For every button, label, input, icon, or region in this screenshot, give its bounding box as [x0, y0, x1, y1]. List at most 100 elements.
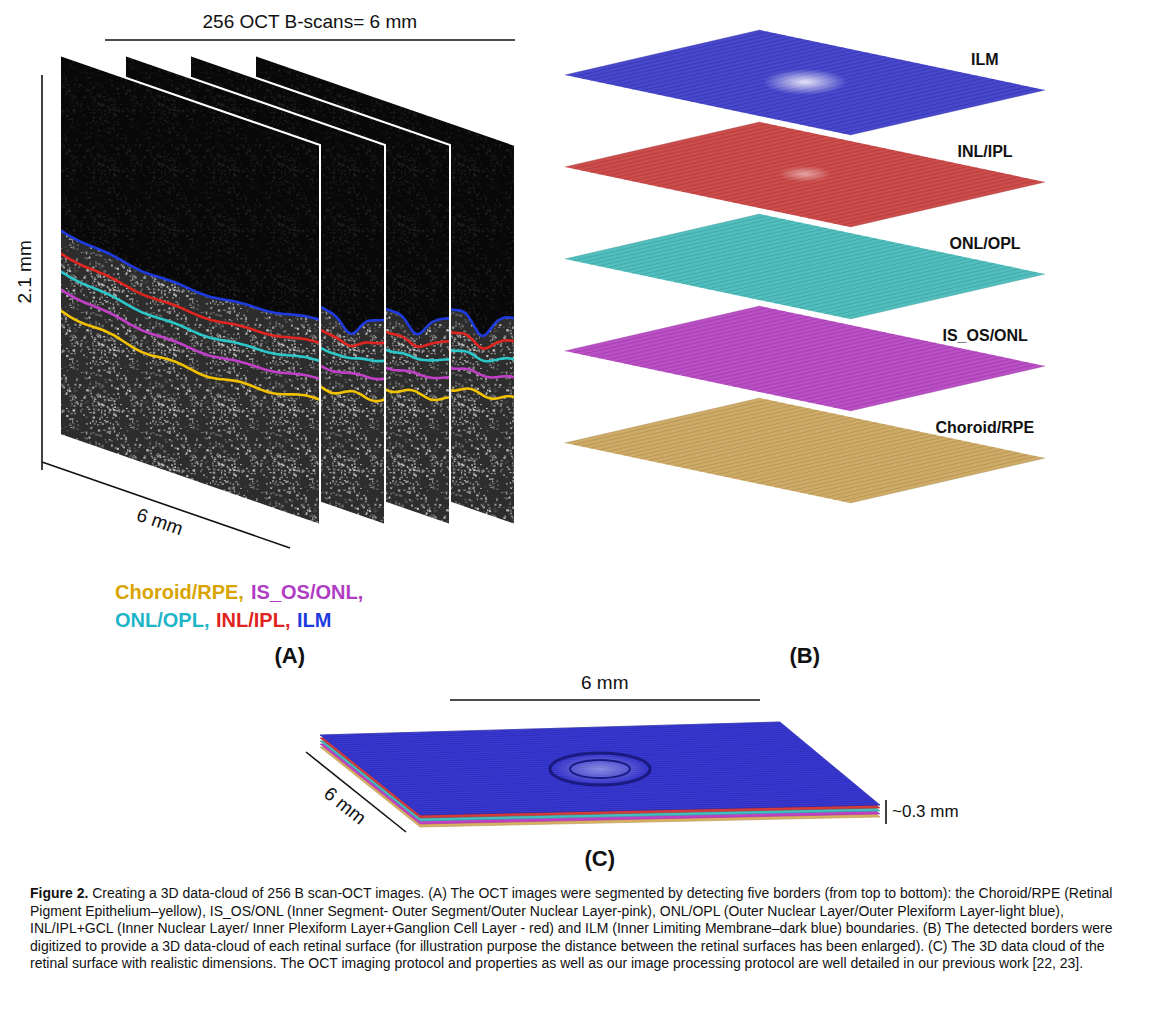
- surface-mesh: [615, 409, 810, 454]
- layer-name: IS_OS/ONL,: [251, 581, 363, 604]
- surface-mesh: [624, 410, 819, 455]
- surface-mesh: [615, 317, 810, 362]
- dimension-label: 2.1 mm: [13, 240, 35, 303]
- surface-mesh: [666, 327, 861, 372]
- surface-mesh: [657, 417, 852, 462]
- surface-mesh: [708, 244, 903, 289]
- surface-mesh: [733, 433, 928, 478]
- dimension-line: [105, 39, 515, 41]
- dimension-line: [41, 75, 43, 470]
- surface-mesh: [649, 232, 844, 277]
- surface-mesh: [791, 354, 986, 399]
- surface-name: ILM: [971, 51, 999, 69]
- surface-mesh: [724, 64, 919, 109]
- surface-mesh: [565, 306, 760, 351]
- surface-mesh: [615, 133, 810, 178]
- surface-mesh: [850, 182, 1045, 227]
- surface-mesh: [808, 357, 1003, 402]
- surface-mesh: [640, 230, 835, 275]
- dimension-label: 6 mm: [319, 783, 370, 830]
- surface-mesh: [850, 366, 1045, 411]
- oct-bscan-stack: [57, 55, 519, 540]
- surface-mesh: [808, 265, 1003, 310]
- surface-mesh: [699, 150, 894, 195]
- surface-mesh: [632, 228, 827, 273]
- fovea-spot: [779, 166, 831, 182]
- surface-mesh: [657, 49, 852, 94]
- slab-mesh: [403, 790, 863, 801]
- surface-mesh: [816, 175, 1011, 220]
- dimension-label: ~0.3 mm: [892, 802, 959, 822]
- surface-fill: [565, 398, 1045, 503]
- surface-mesh: [607, 407, 802, 452]
- surface-mesh: [674, 237, 869, 282]
- surface-mesh: [590, 35, 785, 80]
- surface-mesh: [800, 355, 995, 400]
- surface-mesh: [666, 235, 861, 280]
- surface-mesh: [582, 402, 777, 447]
- surface-name: INL/IPL: [958, 143, 1013, 161]
- layer-name: INL/IPL,: [216, 609, 290, 632]
- surface-name: Choroid/RPE: [936, 419, 1035, 437]
- surface-mesh: [758, 439, 953, 484]
- surface-fill: [565, 214, 1045, 319]
- surface-mesh: [573, 308, 768, 353]
- surface-plane: [565, 122, 1045, 227]
- surface-mesh: [682, 55, 877, 100]
- surface-fill: [565, 306, 1045, 411]
- surface-plane: [565, 398, 1045, 503]
- slab-mesh: [408, 795, 868, 805]
- caption-text: Creating a 3D data-cloud of 256 B scan-O…: [30, 885, 1112, 971]
- surface-mesh: [833, 270, 1028, 315]
- surface-mesh: [565, 30, 760, 75]
- surface-mesh: [741, 159, 936, 204]
- surface-mesh: [649, 324, 844, 369]
- surface-mesh: [733, 249, 928, 294]
- surface-mesh: [674, 329, 869, 374]
- layer-border-line: [57, 287, 321, 379]
- surface-mesh: [733, 157, 928, 202]
- surface-mesh: [708, 428, 903, 473]
- panel-letter: (B): [790, 643, 821, 668]
- surface-mesh: [783, 444, 978, 489]
- surface-mesh: [724, 248, 919, 293]
- surface-mesh: [590, 311, 785, 356]
- slab-mesh: [405, 793, 865, 803]
- surface-mesh: [599, 129, 794, 174]
- slab-mesh: [420, 805, 880, 815]
- surface-mesh: [749, 437, 944, 482]
- retina-tissue: [57, 228, 324, 540]
- surface-mesh: [699, 426, 894, 471]
- surface-mesh: [590, 403, 785, 448]
- surface-mesh: [666, 419, 861, 464]
- surface-mesh: [741, 67, 936, 112]
- slab-mesh: [413, 799, 873, 809]
- fovea-spot: [763, 69, 847, 95]
- surface-mesh: [833, 454, 1028, 499]
- surface-mesh: [607, 315, 802, 360]
- bscan-frame-edge: [60, 55, 320, 525]
- surface-mesh: [791, 262, 986, 307]
- dimension-label: 6 mm: [581, 672, 629, 694]
- thickness-bar: [885, 800, 887, 824]
- surface-mesh: [733, 65, 928, 110]
- surface-mesh: [808, 173, 1003, 218]
- slab-layer: [320, 722, 880, 815]
- surface-mesh: [766, 164, 961, 209]
- surface-fill: [565, 122, 1045, 227]
- surface-mesh: [808, 449, 1003, 494]
- surface-mesh: [749, 69, 944, 114]
- surface-mesh: [842, 180, 1037, 225]
- surface-mesh: [758, 347, 953, 392]
- surface-mesh: [758, 255, 953, 300]
- surface-mesh: [582, 218, 777, 263]
- surface-mesh: [582, 126, 777, 171]
- fovea-ring: [570, 760, 630, 778]
- surface-fill: [565, 30, 1045, 135]
- surface-name: IS_OS/ONL: [943, 327, 1028, 345]
- surface-mesh: [724, 432, 919, 477]
- surface-mesh: [573, 216, 768, 261]
- dimension-line: [42, 462, 290, 548]
- surface-mesh: [766, 440, 961, 485]
- surface-mesh: [800, 171, 995, 216]
